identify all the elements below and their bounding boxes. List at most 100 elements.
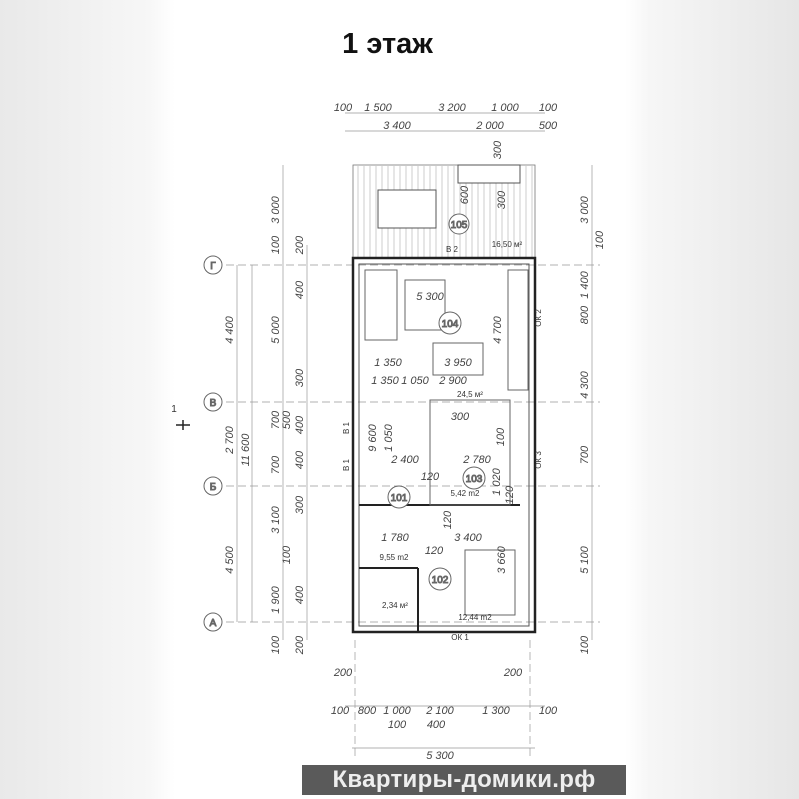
rooms-r101-dims-0-label: 9 600 [367,423,379,451]
kitchen-island-icon [404,279,446,331]
right_dims-1-label: 100 [594,230,606,249]
rooms-r103-area-label: 5,42 m2 [451,489,480,498]
rooms-r101-dims-5-label: 120 [425,545,444,557]
terrace-dims-1-label: 600 [459,185,471,204]
axis-bubble-g [203,255,223,275]
bottom_dims-row1-4-label: 1 300 [482,705,510,717]
rooms-r101-dims-4-label: 1 780 [381,532,409,544]
left_dims-outer-1-label: 2 700 [224,425,236,454]
rooms-r101-area-label: 9,55 m2 [380,553,409,562]
watermark-text: Квартиры-домики.рф [332,766,596,793]
rooms-r104-dims-6-label: 2 900 [438,375,467,387]
left_dims-mid-5-label: 3 100 [270,505,282,533]
openings-v1b-label: В 1 [342,458,351,471]
section-marker [176,420,190,430]
rooms-r102-dims-1-label: 3 660 [496,545,508,573]
left_dims-mid-6-label: 1 900 [270,585,282,613]
openings-ok2-label: ОК 2 [534,309,543,327]
bottom_dims-row2-0-label: 100 [388,719,407,731]
rooms-r102-area-label: 12,44 m2 [458,613,492,622]
left_dims-mid-2-label: 5 000 [270,315,282,343]
dimension-lines [226,112,600,760]
rooms-r103-dims-4-label: 120 [504,485,516,504]
room-104-bubble-label: 104 [442,319,459,330]
terrace-area-label: 16,50 м² [492,240,523,249]
bottom_dims-row1-3-label: 2 100 [425,705,454,717]
rooms-r103-dims-3-label: 1 020 [491,467,503,495]
rooms-vestibule-area-label: 2,34 м² [382,601,408,610]
rooms-r101-dims-1-label: 1 050 [383,423,395,451]
axis-bubble-a-label: А [210,618,217,629]
right_dims-6-label: 5 100 [579,545,591,573]
walls [351,256,537,634]
bed-icon [464,549,516,616]
left_dims-outer-0-label: 4 400 [224,315,236,343]
left_dims-inner-1-label: 400 [294,280,306,299]
left_dims-mid-4-label: 700 [270,455,282,474]
room-103-bubble-label: 103 [466,474,483,485]
axis-bubble-v-label: В [210,398,217,409]
dining-table-icon [432,342,484,376]
rooms-r104-dims-5-label: 1 050 [401,375,429,387]
axis-bubble-b [203,476,223,496]
section_mark-label: 1 [171,404,177,415]
rooms-r104-dims-4-label: 1 350 [371,375,399,387]
top_dims-row1-3-label: 1 000 [491,102,519,114]
page-title: 1 этаж [342,28,433,60]
left_dims-inner-2-label: 300 [294,368,306,387]
axis-bubble-v [203,392,223,412]
axis-bubble-b-label: Б [210,482,217,493]
left_dims-total-label: 11 600 [240,433,252,467]
left_dims-inner-8-label: 400 [294,585,306,604]
stairs-icon [457,164,521,184]
axis-bubble-a [203,612,223,632]
right_dims-3-label: 800 [579,305,591,324]
right_dims-7-label: 100 [579,635,591,654]
sofa-icon [364,269,398,341]
room-102-bubble-label: 102 [432,575,449,586]
left_dims-inner-5-label: 400 [294,450,306,469]
room-102-bubble [428,567,452,591]
right_dims-4-label: 4 300 [579,370,591,398]
openings-ok3-label: ОК 3 [534,451,543,469]
room-105-bubble [448,213,470,235]
room-101-bubble-label: 101 [391,493,408,504]
top_dims-row2-1-label: 2 000 [475,120,504,132]
rooms-r101-dims-2-label: 2 400 [390,454,419,466]
left_dims-inner-9-label: 200 [294,635,306,655]
right_dims-5-label: 700 [579,445,591,464]
rooms-r103-dims-1-label: 2 780 [462,454,491,466]
rooms-r104-area-label: 24,5 м² [457,390,483,399]
room-105-bubble-label: 105 [451,220,468,231]
terrace-door-label: В 2 [446,245,459,254]
right_dims-0-label: 3 000 [579,195,591,223]
top_dims-row1-1-label: 1 500 [364,102,392,114]
terrace-dims-0-label: 300 [492,140,504,159]
top_dims-row1-0-label: 100 [334,102,353,114]
left_dims-mid-1-label: 100 [270,235,282,254]
kitchen-counter-icon [507,269,529,391]
rooms-r104-dims-2-label: 1 350 [374,357,402,369]
left_dims-mid-0-label: 3 000 [270,195,282,223]
rooms-r104-dims-1-label: 4 700 [492,315,504,343]
room-104-bubble [438,311,462,335]
bottom_dims-row1-2-label: 1 000 [383,705,411,717]
left_dims-outer-2-label: 4 500 [224,545,236,573]
left_dims-inner-3-label: 500 [281,410,293,429]
rooms-r103-dims-2-label: 100 [495,427,507,446]
openings-ok1-label: ОК 1 [451,633,469,642]
rooms-r102-dims-2-label: 120 [442,510,454,529]
left_dims-inner-7-label: 100 [281,545,293,564]
rooms-r104-dims-3-label: 3 950 [444,357,472,369]
bottom_dims-row1-0-label: 100 [331,705,350,717]
top_dims-row1-4-label: 100 [539,102,558,114]
top_dims-row2-2-label: 500 [539,120,558,132]
top_dims-row2-0-label: 3 400 [383,120,411,132]
rooms-r104-dims-0-label: 5 300 [416,291,444,303]
table-icon [377,189,437,229]
rooms-r103-dims-0-label: 300 [451,411,470,423]
right_dims-2-label: 1 400 [579,270,591,298]
bottom_dims-row1-1-label: 800 [358,705,377,717]
terrace [352,164,536,259]
room-101-bubble [387,485,411,509]
